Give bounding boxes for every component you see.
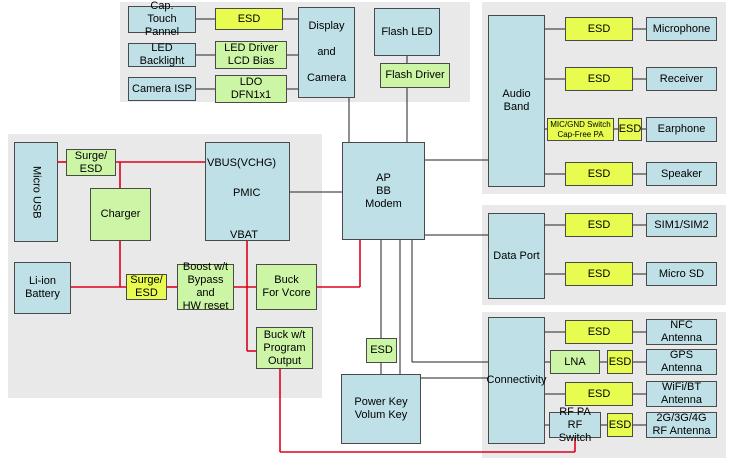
power-volume-key: Power Key Volum Key bbox=[341, 374, 421, 444]
esd-micro-sd: ESD bbox=[565, 262, 633, 286]
esd-rf: ESD bbox=[607, 413, 633, 437]
display-and-camera: Display and Camera bbox=[298, 7, 355, 98]
connectivity: Connectivity bbox=[487, 317, 546, 444]
rf-pa-switch: RF PA RF Switch bbox=[549, 406, 601, 444]
li-ion-battery: Li-ion Battery bbox=[14, 262, 71, 314]
charger: Charger bbox=[90, 188, 151, 241]
esd-nfc: ESD bbox=[565, 320, 633, 344]
mic-gnd-switch: MIC/GND Switch Cap-Free PA bbox=[547, 118, 614, 141]
wifi-bt-antenna: WiFi/BT Antenna bbox=[646, 381, 717, 407]
pmic: VBUS(VCHG) PMIC VBAT bbox=[205, 142, 290, 241]
pmic-vbat-label: VBAT bbox=[230, 229, 258, 241]
nfc-antenna: NFC Antenna bbox=[646, 319, 717, 345]
esd-speaker: ESD bbox=[565, 162, 633, 186]
esd-power-key: ESD bbox=[366, 338, 397, 363]
esd-receiver: ESD bbox=[565, 67, 633, 91]
buck-program-output: Buck w/t Program Output bbox=[256, 327, 313, 369]
esd-wifi: ESD bbox=[565, 382, 633, 406]
ap-bb-modem: AP BB Modem bbox=[342, 142, 425, 240]
led-backlight: LED Backlight bbox=[128, 42, 196, 67]
boost-converter: Boost w/t Bypass and HW reset bbox=[177, 261, 234, 312]
cap-touch-panel: Cap. Touch Pannel bbox=[128, 0, 196, 38]
camera-isp: Camera ISP bbox=[128, 77, 196, 101]
esd-earphone: ESD bbox=[618, 118, 642, 141]
pmic-vbus-label: VBUS(VCHG) bbox=[207, 157, 277, 169]
esd-touch: ESD bbox=[215, 8, 283, 30]
data-port: Data Port bbox=[488, 213, 545, 299]
buck-vcore: Buck For Vcore bbox=[256, 264, 317, 310]
earphone: Earphone bbox=[646, 117, 717, 142]
rf-antenna: 2G/3G/4G RF Antenna bbox=[646, 412, 717, 438]
microphone: Microphone bbox=[646, 17, 717, 41]
flash-led: Flash LED bbox=[374, 8, 440, 56]
micro-sd: Micro SD bbox=[646, 262, 717, 286]
receiver: Receiver bbox=[646, 67, 717, 91]
surge-esd-usb: Surge/ ESD bbox=[66, 149, 116, 176]
audio-band: Audio Band bbox=[488, 15, 545, 187]
esd-gps: ESD bbox=[607, 350, 633, 374]
esd-microphone: ESD bbox=[565, 17, 633, 41]
esd-sim: ESD bbox=[565, 213, 633, 237]
ldo: LDO DFN1x1 bbox=[215, 75, 287, 103]
flash-driver: Flash Driver bbox=[380, 63, 450, 88]
micro-usb: Micro USB bbox=[14, 142, 58, 242]
surge-esd-battery: Surge/ ESD bbox=[126, 274, 167, 300]
sim-card: SIM1/SIM2 bbox=[646, 213, 717, 237]
pmic-label: PMIC bbox=[233, 187, 261, 199]
led-driver: LED Driver LCD Bias bbox=[215, 41, 287, 69]
lna: LNA bbox=[550, 350, 600, 374]
speaker: Speaker bbox=[646, 162, 717, 186]
gps-antenna: GPS Antenna bbox=[646, 349, 717, 375]
